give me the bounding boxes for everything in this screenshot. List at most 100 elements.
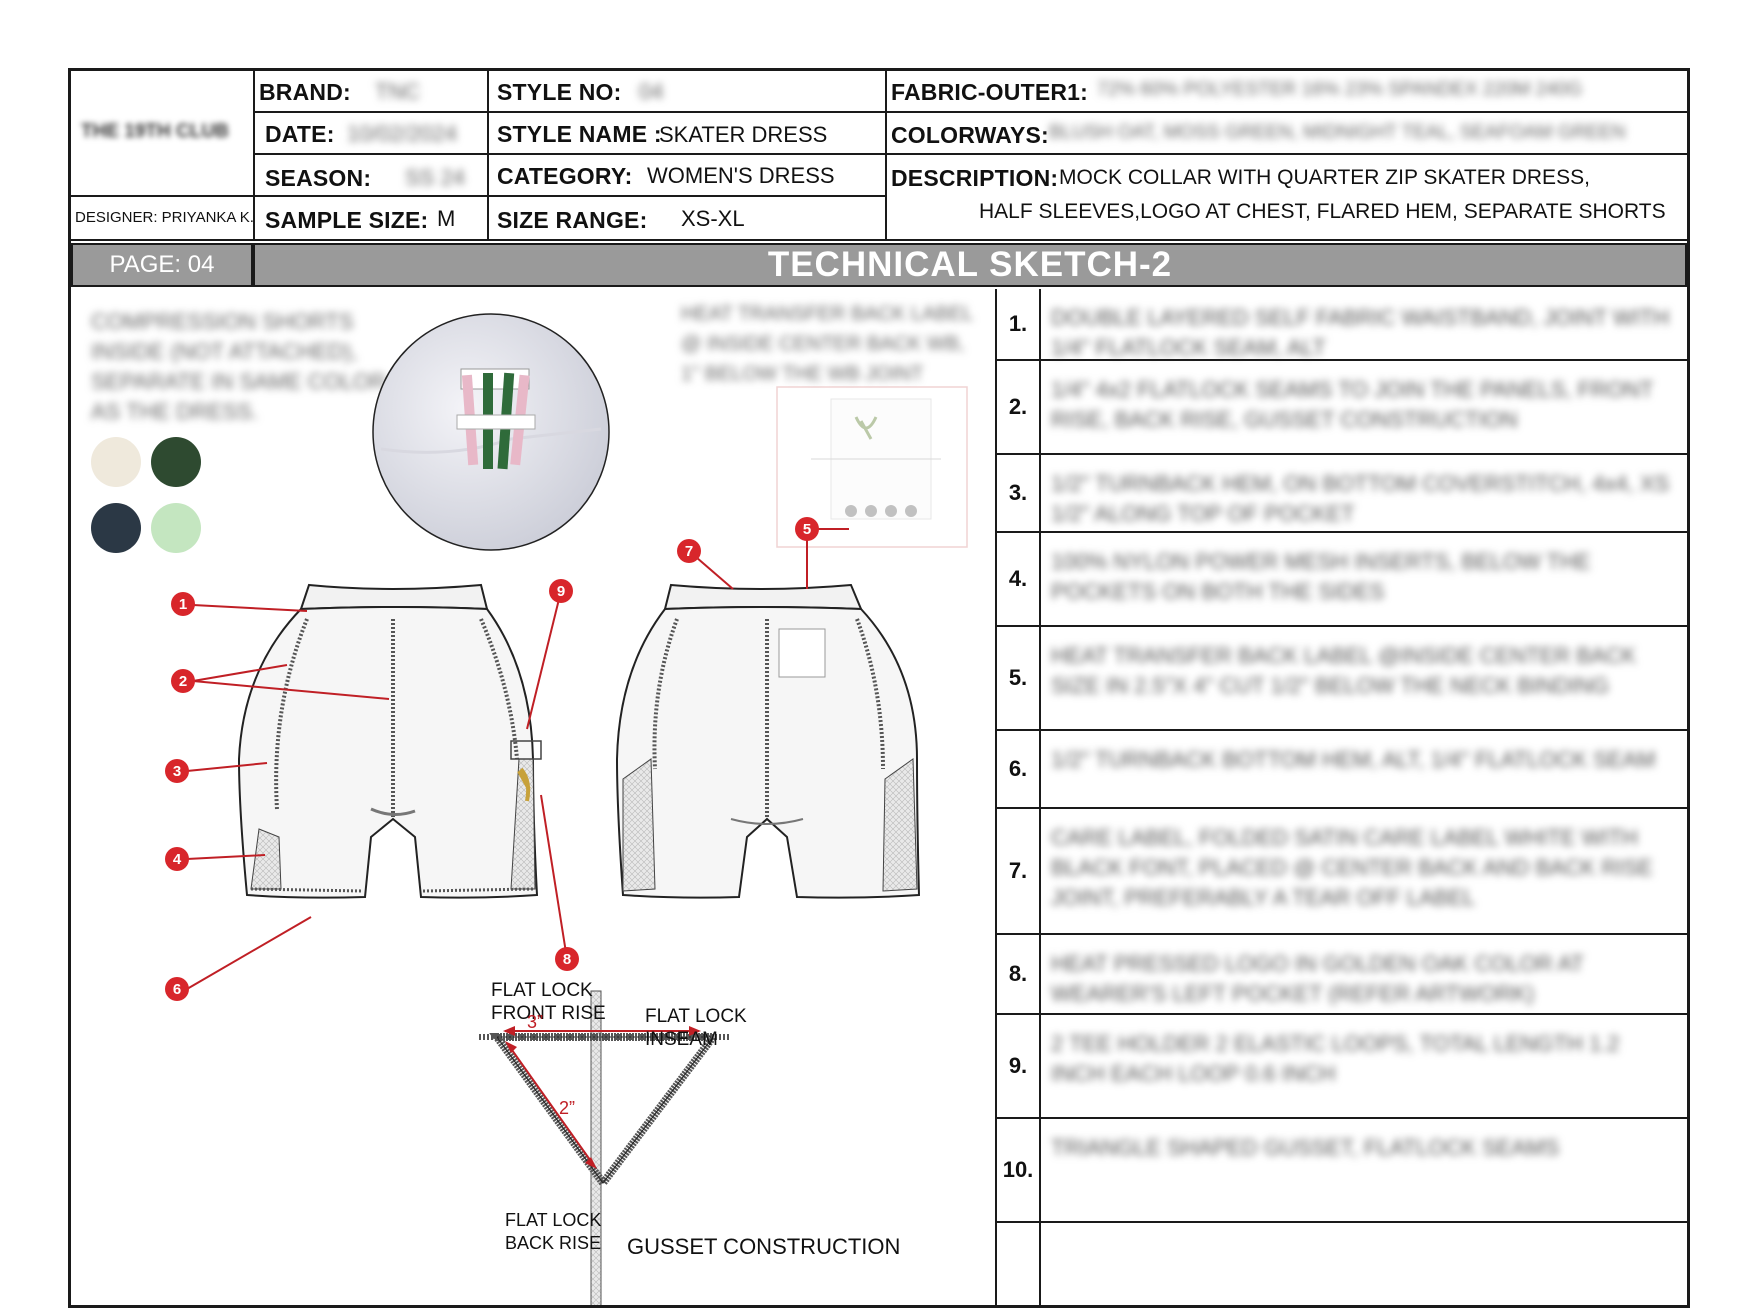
colorways-label: COLORWAYS:: [891, 122, 1049, 148]
date-cell: DATE: 10/02/2024: [255, 113, 489, 155]
note-number: 6.: [997, 731, 1041, 807]
fabric-label: FABRIC-OUTER1:: [891, 79, 1089, 105]
page-title: TECHNICAL SKETCH-2: [253, 243, 1687, 287]
note-number: 4.: [997, 533, 1041, 625]
note-text: DOUBLE LAYERED SELF FABRIC WAISTBAND, JO…: [1051, 305, 1670, 360]
brand-label: BRAND:: [259, 79, 351, 105]
note-number: 5.: [997, 627, 1041, 729]
sample-size-label: SAMPLE SIZE:: [265, 207, 429, 233]
colorways-cell: COLORWAYS: BLUSH OAT, MOSS GREEN, MIDNIG…: [887, 113, 1687, 155]
swatch-midnight: [91, 503, 141, 553]
back-shorts-sketch: [615, 583, 921, 899]
callout-lines: [186, 528, 849, 990]
sketch-area: COMPRESSION SHORTS INSIDE (NOT ATTACHED)…: [71, 289, 995, 1305]
gusset-diagram: [479, 990, 731, 1305]
gusset-caption: GUSSET CONSTRUCTION: [627, 1234, 901, 1259]
gusset-front-rise-label: FLAT LOCK FRONT RISE: [491, 980, 606, 1024]
season-cell: SEASON: SS 24: [255, 155, 489, 197]
note-text: 1/2" TURNBACK BOTTOM HEM, ALT, 1/4" FLAT…: [1051, 747, 1656, 772]
style-no-label: STYLE NO:: [497, 79, 622, 105]
sample-size-cell: SAMPLE SIZE: M: [255, 197, 489, 241]
note-text: HEAT TRANSFER BACK LABEL @INSIDE CENTER …: [1051, 643, 1637, 698]
designer-cell: DESIGNER: PRIYANKA K.: [71, 197, 255, 241]
title-bar: PAGE: 04 TECHNICAL SKETCH-2: [71, 243, 1687, 287]
note-row: 9. 2 TEE HOLDER 2 ELASTIC LOOPS, TOTAL L…: [997, 1015, 1689, 1119]
category-cell: CATEGORY: WOMEN'S DRESS: [489, 155, 887, 197]
callout-9: 9: [549, 579, 573, 603]
season-value: SS 24: [405, 165, 465, 190]
swatch-seafoam: [151, 503, 201, 553]
size-range-cell: SIZE RANGE: XS-XL: [489, 197, 887, 241]
colorways-value: BLUSH OAT, MOSS GREEN, MIDNIGHT TEAL, SE…: [1049, 122, 1626, 143]
note-number: [997, 1223, 1041, 1305]
callout-1: 1: [171, 592, 195, 616]
callout-5: 5: [795, 517, 819, 541]
fabric-cell: FABRIC-OUTER1: 72% 60% POLYESTER 16% 23%…: [887, 71, 1687, 113]
note-number: 8.: [997, 935, 1041, 1013]
label-note: HEAT TRANSFER BACK LABEL @ INSIDE CENTER…: [681, 303, 973, 385]
category-value: WOMEN'S DRESS: [647, 163, 835, 188]
note-text: TRIANGLE SHAPED GUSSET, FLATLOCK SEAMS: [1051, 1135, 1560, 1160]
note-text: 100% NYLON POWER MESH INSERTS, BELOW THE…: [1051, 549, 1591, 604]
note-number: 1.: [997, 289, 1041, 359]
size-range-value: XS-XL: [681, 206, 745, 231]
callout-8: 8: [555, 947, 579, 971]
note-row: 5. HEAT TRANSFER BACK LABEL @INSIDE CENT…: [997, 627, 1689, 731]
note-row: 6. 1/2" TURNBACK BOTTOM HEM, ALT, 1/4" F…: [997, 731, 1689, 809]
note-number: 10.: [997, 1119, 1041, 1221]
fabric-value: 72% 60% POLYESTER 16% 23% SPANDEX 220M 2…: [1097, 79, 1583, 100]
date-label: DATE:: [265, 121, 335, 147]
back-label-detail: [776, 386, 968, 548]
construction-notes-table: 1. DOUBLE LAYERED SELF FABRIC WAISTBAND,…: [995, 289, 1689, 1305]
note-text: CARE LABEL, FOLDED SATIN CARE LABEL WHIT…: [1051, 825, 1653, 910]
note-text: HEAT PRESSED LOGO IN GOLDEN OAK COLOR AT…: [1051, 951, 1584, 1006]
season-label: SEASON:: [265, 165, 372, 191]
style-no-value: 04: [639, 79, 664, 104]
note-row: 4. 100% NYLON POWER MESH INSERTS, BELOW …: [997, 533, 1689, 627]
note-row: [997, 1223, 1689, 1305]
note-row: 7. CARE LABEL, FOLDED SATIN CARE LABEL W…: [997, 809, 1689, 935]
note-number: 7.: [997, 809, 1041, 933]
swatch-moss-green: [151, 437, 201, 487]
tech-pack-sheet: THE 19TH CLUB DESIGNER: PRIYANKA K. BRAN…: [68, 68, 1690, 1308]
note-row: 10. TRIANGLE SHAPED GUSSET, FLATLOCK SEA…: [997, 1119, 1689, 1223]
gusset-back-rise-label: FLAT LOCK BACK RISE: [505, 1210, 602, 1253]
date-value: 10/02/2024: [347, 121, 458, 146]
note-row: 2. 1/4" 4x2 FLATLOCK SEAMS TO JOIN THE P…: [997, 361, 1689, 455]
callout-2: 2: [171, 669, 195, 693]
callout-4: 4: [165, 847, 189, 871]
gusset-inseam-label: FLAT LOCK INSEAM: [645, 1006, 747, 1050]
description-cell: DESCRIPTION: MOCK COLLAR WITH QUARTER ZI…: [887, 155, 1687, 241]
brand-value: TNC: [375, 79, 421, 104]
description-label: DESCRIPTION:: [891, 165, 1059, 191]
note-text: 2 TEE HOLDER 2 ELASTIC LOOPS, TOTAL LENG…: [1051, 1031, 1620, 1086]
swatch-cream: [91, 437, 141, 487]
front-shorts-sketch: [237, 583, 542, 899]
description-line2: HALF SLEEVES,LOGO AT CHEST, FLARED HEM, …: [979, 200, 1666, 223]
callout-6: 6: [165, 977, 189, 1001]
note-row: 1. DOUBLE LAYERED SELF FABRIC WAISTBAND,…: [997, 289, 1689, 361]
note-row: 8. HEAT PRESSED LOGO IN GOLDEN OAK COLOR…: [997, 935, 1689, 1015]
note-number: 9.: [997, 1015, 1041, 1117]
tee-holder-photo: [372, 313, 610, 551]
note-text: 1/4" 4x2 FLATLOCK SEAMS TO JOIN THE PANE…: [1051, 377, 1653, 432]
logo-cell: THE 19TH CLUB: [71, 71, 255, 197]
page-number: PAGE: 04: [71, 243, 253, 287]
gusset-dim-2: 2”: [559, 1098, 576, 1118]
style-no-cell: STYLE NO: 04: [489, 71, 887, 113]
callout-7: 7: [677, 539, 701, 563]
brand-cell: BRAND: TNC: [255, 71, 489, 113]
sketch-drawing: [186, 313, 968, 1305]
note-number: 2.: [997, 361, 1041, 453]
gusset-dim-3: 3”: [527, 1012, 544, 1032]
note-number: 3.: [997, 455, 1041, 531]
callout-3: 3: [165, 759, 189, 783]
shorts-note: COMPRESSION SHORTS INSIDE (NOT ATTACHED)…: [91, 309, 387, 424]
brand-logo: THE 19TH CLUB: [81, 121, 229, 142]
style-name-label: STYLE NAME :: [497, 121, 662, 147]
note-row: 3. 1/2" TURNBACK HEM, ON BOTTOM COVERSTI…: [997, 455, 1689, 533]
sample-size-value: M: [437, 206, 456, 231]
style-name-cell: STYLE NAME : SKATER DRESS: [489, 113, 887, 155]
designer-name: DESIGNER: PRIYANKA K.: [75, 209, 254, 226]
category-label: CATEGORY:: [497, 163, 633, 189]
